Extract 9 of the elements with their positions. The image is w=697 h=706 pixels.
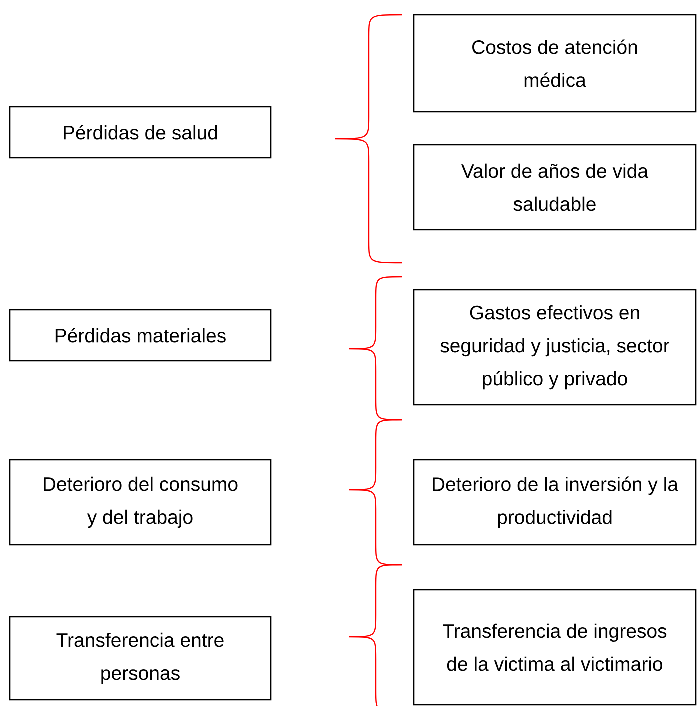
text-box: Deterioro de la inversión y la productividad xyxy=(413,459,697,546)
text-box: Pérdidas de salud xyxy=(9,106,272,159)
text-box: Transferencia de ingresos de la victima al victimario xyxy=(413,589,697,706)
text-box: Gastos efectivos en seguridad y justicia, sector público y privado xyxy=(413,289,697,406)
text-box: Transferencia entre personas xyxy=(9,616,272,701)
text-box: Deterioro del consumo y del trabajo xyxy=(9,459,272,546)
text-box: Valor de años de vida saludable xyxy=(413,144,697,231)
text-box: Costos de atención médica xyxy=(413,14,697,113)
text-box: Pérdidas materiales xyxy=(9,309,272,362)
